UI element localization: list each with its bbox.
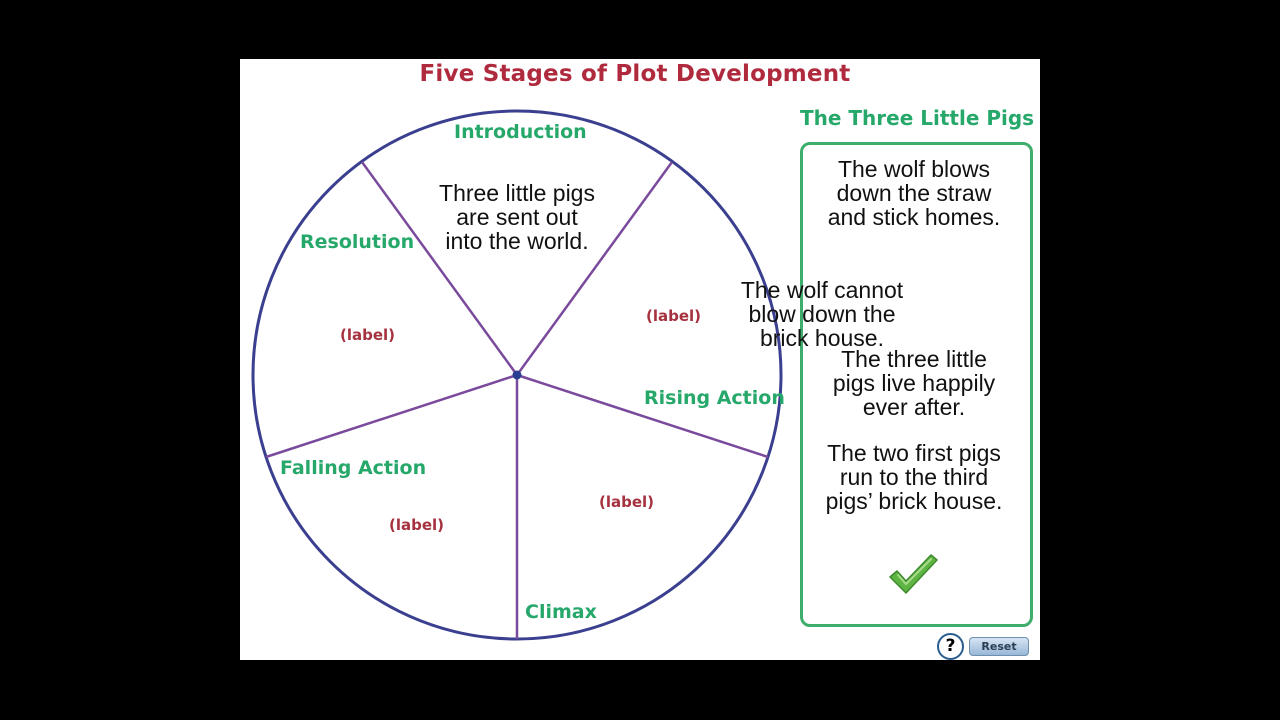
wheel-divider xyxy=(515,161,674,376)
event-card[interactable]: The three little pigs live happily ever … xyxy=(832,346,996,420)
activity-stage: Five Stages of Plot Development Introduc… xyxy=(240,59,1040,660)
card-tray xyxy=(800,142,1033,627)
plot-wheel xyxy=(251,109,783,641)
panel-title: The Three Little Pigs xyxy=(800,106,1035,130)
stage-label-resolution: Resolution xyxy=(300,231,415,253)
resolution-drop-target[interactable]: (label) xyxy=(340,326,396,344)
wheel-divider xyxy=(360,161,519,376)
stage-label-introduction: Introduction xyxy=(454,121,587,143)
falling-action-drop-target[interactable]: (label) xyxy=(389,516,445,534)
wheel-divider xyxy=(265,373,518,459)
climax-drop-target[interactable]: (label) xyxy=(599,493,655,511)
stage-label-rising-action: Rising Action xyxy=(644,387,785,409)
page-title: Five Stages of Plot Development xyxy=(419,61,851,87)
stage-label-falling-action: Falling Action xyxy=(280,457,427,479)
wheel-center-dot xyxy=(512,370,522,380)
checkmark-icon[interactable] xyxy=(887,552,939,596)
reset-button[interactable]: Reset xyxy=(969,637,1029,656)
introduction-card[interactable]: Three little pigs are sent out into the … xyxy=(439,180,595,254)
event-card[interactable]: The wolf blows down the straw and stick … xyxy=(827,156,1001,230)
rising-action-drop-target[interactable]: (label) xyxy=(646,307,702,325)
help-button[interactable]: ? xyxy=(937,633,964,660)
stage-label-climax: Climax xyxy=(525,601,597,623)
dragging-event-card[interactable]: The wolf cannot blow down the brick hous… xyxy=(740,277,904,351)
event-card[interactable]: The two first pigs run to the third pigs… xyxy=(825,440,1003,514)
wheel-divider xyxy=(516,373,769,459)
